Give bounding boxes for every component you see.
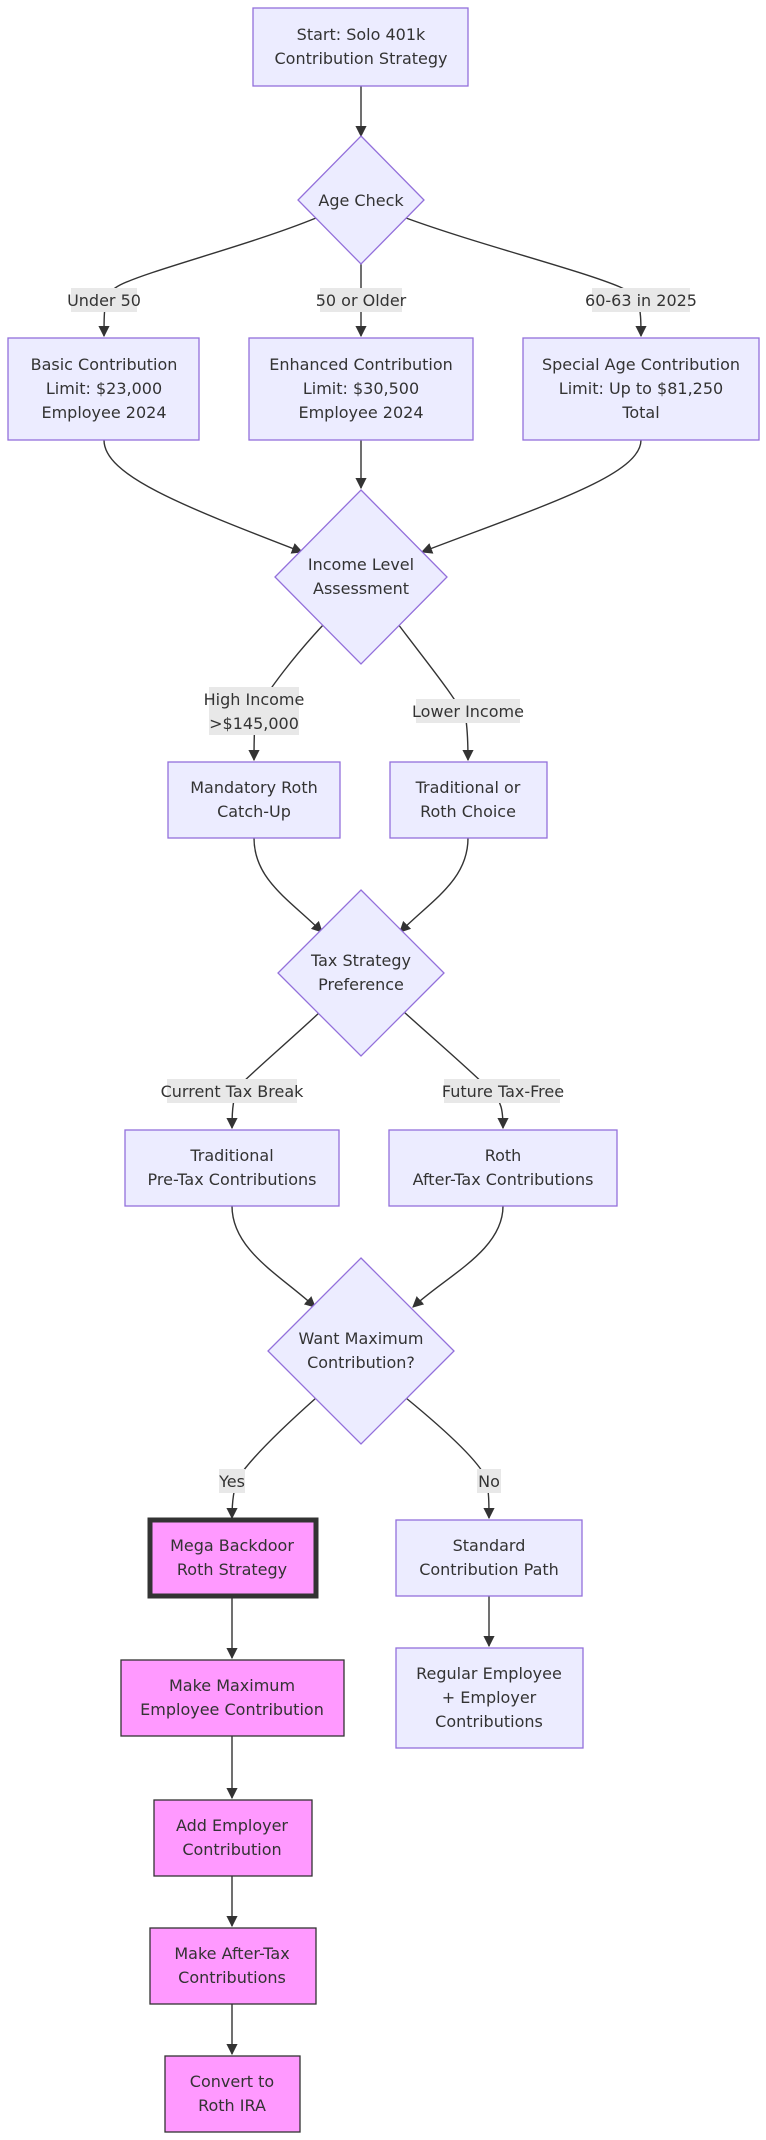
- node-want-max-line1: Want Maximum: [299, 1329, 424, 1348]
- node-after-tax: Make After-Tax Contributions: [149, 1927, 317, 2005]
- node-mandatory-roth-line2: Catch-Up: [217, 802, 291, 821]
- edge-basic-to-income: [103, 439, 304, 554]
- node-add-employer-line2: Contribution: [182, 1840, 281, 1859]
- node-mandatory-roth: Mandatory Roth Catch-Up: [167, 761, 341, 839]
- node-tax-strategy-line1: Tax Strategy: [310, 951, 411, 970]
- node-traditional: Traditional Pre-Tax Contributions: [124, 1129, 340, 1207]
- edge-label-lower-income-text: Lower Income: [412, 702, 524, 721]
- node-convert-line1: Convert to: [190, 2072, 274, 2091]
- node-income-line2: Assessment: [313, 579, 409, 598]
- node-standard-path: Standard Contribution Path: [395, 1519, 583, 1597]
- node-special-line1: Special Age Contribution: [542, 355, 740, 374]
- edge-traditional-to-want-max: [231, 1205, 316, 1308]
- node-make-maximum: Make Maximum Employee Contribution: [120, 1659, 345, 1737]
- node-roth-line2: After-Tax Contributions: [413, 1170, 594, 1189]
- node-basic-contribution: Basic Contribution Limit: $23,000 Employ…: [7, 337, 200, 441]
- edge-label-current-tax-break: Current Tax Break: [161, 1079, 305, 1103]
- edge-labels: Under 50 50 or Older 60-63 in 2025 High …: [67, 288, 697, 1493]
- node-tax-strategy-line2: Preference: [318, 975, 404, 994]
- node-want-max-line2: Contribution?: [307, 1353, 415, 1372]
- node-standard-line1: Standard: [453, 1536, 526, 1555]
- node-start-line2: Contribution Strategy: [275, 49, 448, 68]
- node-income-line1: Income Level: [308, 555, 414, 574]
- node-income-level: Income Level Assessment: [274, 489, 448, 665]
- node-regular-line1: Regular Employee: [416, 1664, 562, 1683]
- node-start-line1: Start: Solo 401k: [297, 25, 426, 44]
- node-after-tax-line2: Contributions: [178, 1968, 286, 1987]
- node-enhanced-contribution: Enhanced Contribution Limit: $30,500 Emp…: [248, 337, 474, 441]
- edge-label-50-or-older: 50 or Older: [316, 288, 407, 312]
- edge-label-under-50-text: Under 50: [67, 291, 141, 310]
- edge-want-max-to-mega-backdoor: [226, 1397, 317, 1520]
- node-enhanced-line1: Enhanced Contribution: [269, 355, 453, 374]
- node-enhanced-line3: Employee 2024: [298, 403, 423, 422]
- node-mega-backdoor: Mega Backdoor Roth Strategy: [147, 1517, 319, 1599]
- node-mandatory-roth-line1: Mandatory Roth: [190, 778, 318, 797]
- node-special-line2: Limit: Up to $81,250: [559, 379, 723, 398]
- node-convert-line2: Roth IRA: [198, 2096, 266, 2115]
- edge-tax-strategy-to-roth: [403, 1011, 509, 1130]
- node-traditional-line2: Pre-Tax Contributions: [148, 1170, 317, 1189]
- node-age-check: Age Check: [297, 135, 425, 265]
- node-want-maximum: Want Maximum Contribution?: [267, 1257, 455, 1445]
- node-regular-line2: + Employer: [442, 1688, 537, 1707]
- node-basic-line1: Basic Contribution: [31, 355, 178, 374]
- edge-income-to-trad-or-roth: [397, 623, 474, 762]
- edge-label-current-tax-break-text: Current Tax Break: [161, 1082, 305, 1101]
- node-add-employer: Add Employer Contribution: [153, 1799, 313, 1877]
- node-make-max-line2: Employee Contribution: [140, 1700, 324, 1719]
- node-mega-backdoor-line2: Roth Strategy: [177, 1560, 287, 1579]
- edge-label-yes: Yes: [218, 1469, 245, 1493]
- edge-tax-strategy-to-traditional: [226, 1011, 321, 1130]
- edge-roth-to-want-max: [412, 1205, 504, 1308]
- edge-special-to-income: [420, 439, 642, 554]
- node-trad-or-roth-line1: Traditional or: [415, 778, 521, 797]
- edge-label-high-income: High Income >$145,000: [204, 687, 305, 735]
- node-roth: Roth After-Tax Contributions: [388, 1129, 618, 1207]
- edge-trad-or-roth-to-tax-strategy: [399, 837, 469, 933]
- node-mega-backdoor-line1: Mega Backdoor: [170, 1536, 294, 1555]
- node-special-age-contribution: Special Age Contribution Limit: Up to $8…: [522, 337, 760, 441]
- nodes: Start: Solo 401k Contribution Strategy A…: [7, 7, 760, 2133]
- node-enhanced-line2: Limit: $30,500: [303, 379, 419, 398]
- edge-label-high-income-line1: High Income: [204, 690, 305, 709]
- node-special-line3: Total: [621, 403, 659, 422]
- node-traditional-or-roth: Traditional or Roth Choice: [389, 761, 548, 839]
- node-basic-line2: Limit: $23,000: [46, 379, 162, 398]
- edge-label-future-tax-free: Future Tax-Free: [442, 1079, 564, 1103]
- node-start: Start: Solo 401k Contribution Strategy: [252, 7, 469, 87]
- node-make-max-line1: Make Maximum: [169, 1676, 295, 1695]
- node-after-tax-line1: Make After-Tax: [174, 1944, 289, 1963]
- edge-label-high-income-line2: >$145,000: [209, 714, 299, 733]
- edge-mandatory-roth-to-tax-strategy: [253, 837, 323, 933]
- edge-label-no: No: [477, 1469, 501, 1493]
- edge-age-check-to-basic: [98, 217, 317, 338]
- edge-label-60-63-in-2025-text: 60-63 in 2025: [585, 291, 697, 310]
- node-trad-or-roth-line2: Roth Choice: [420, 802, 516, 821]
- node-standard-line2: Contribution Path: [419, 1560, 559, 1579]
- node-traditional-line1: Traditional: [189, 1146, 273, 1165]
- edge-label-lower-income: Lower Income: [412, 699, 524, 723]
- edge-label-no-text: No: [478, 1472, 500, 1491]
- edge-label-50-or-older-text: 50 or Older: [316, 291, 407, 310]
- edge-want-max-to-standard: [405, 1397, 495, 1520]
- node-regular-employee: Regular Employee + Employer Contribution…: [395, 1647, 584, 1749]
- node-add-employer-line1: Add Employer: [176, 1816, 288, 1835]
- edge-label-yes-text: Yes: [218, 1472, 245, 1491]
- node-basic-line3: Employee 2024: [41, 403, 166, 422]
- edge-label-future-tax-free-text: Future Tax-Free: [442, 1082, 564, 1101]
- edge-age-check-to-special: [405, 217, 647, 338]
- node-roth-line1: Roth: [485, 1146, 522, 1165]
- node-tax-strategy: Tax Strategy Preference: [277, 889, 445, 1057]
- node-regular-line3: Contributions: [435, 1712, 543, 1731]
- edge-label-60-63-in-2025: 60-63 in 2025: [585, 288, 697, 312]
- node-age-check-text: Age Check: [318, 191, 404, 210]
- node-convert-roth-ira: Convert to Roth IRA: [164, 2055, 301, 2133]
- edge-label-under-50: Under 50: [67, 288, 141, 312]
